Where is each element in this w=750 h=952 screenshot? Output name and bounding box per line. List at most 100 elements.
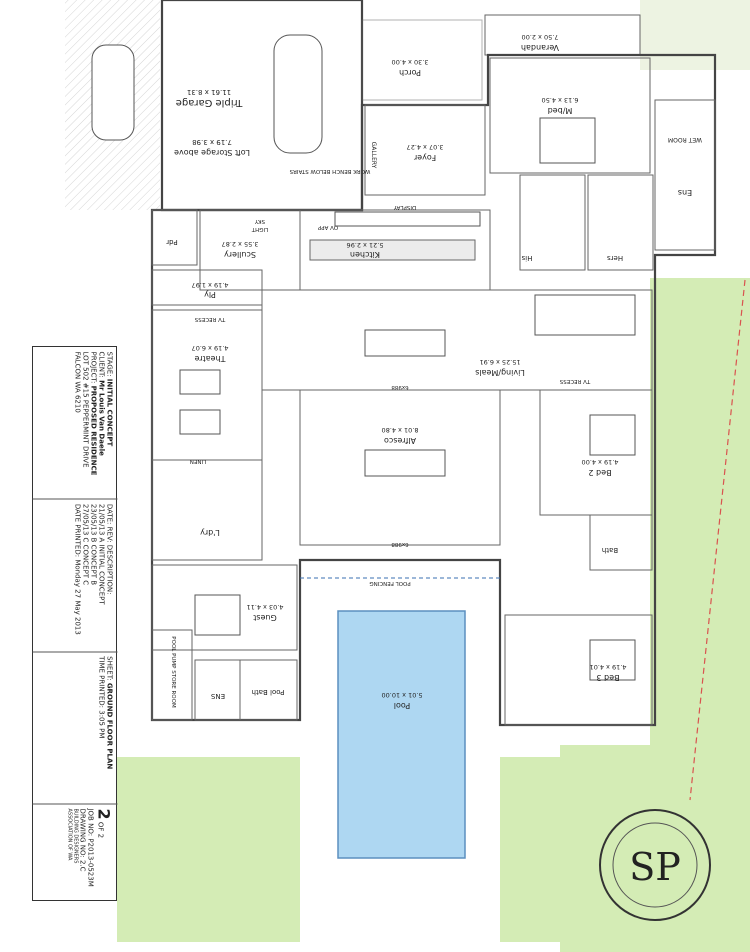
- theatre-dims: 4.19 x 6.07: [192, 344, 229, 352]
- car-middle: [273, 34, 323, 154]
- job-label: JOB NO:: [86, 808, 95, 837]
- car-left: [91, 44, 135, 141]
- guest-room: [151, 564, 298, 651]
- time-printed: TIME PRINTED: 3:05 PM: [97, 656, 106, 739]
- display-label: DISPLAY: [393, 204, 416, 210]
- alfresco-table: [364, 449, 446, 477]
- pdr-room: [151, 209, 198, 266]
- bath-room: [589, 514, 653, 571]
- ov-app-label: OV APP: [317, 224, 338, 230]
- pool-fencing-label: POOL FENCING: [369, 580, 410, 586]
- stage-value: INITIAL CONCEPT: [105, 378, 114, 447]
- stamp-initials: SP: [629, 845, 681, 889]
- address-line-1: LOT 502 #15 PEPPERMINT DRIVE: [81, 351, 90, 468]
- verandah-area: [484, 14, 641, 56]
- pdr-label: Pdr: [166, 238, 178, 246]
- scullery-room: [199, 209, 301, 291]
- ens-label: Ens: [678, 188, 692, 197]
- alfresco-room: [299, 389, 501, 546]
- theatre-sofa-1: [179, 369, 221, 395]
- kitchen-dims: 5.21 x 2.96: [347, 241, 384, 249]
- pool: [337, 610, 466, 859]
- ens-room: [654, 99, 716, 251]
- garage-dims: 11.61 x 8.31: [187, 88, 231, 96]
- association-label: BUILDING DESIGNERS ASSOCIATION OF WA: [66, 808, 79, 864]
- bath-label: Bath: [602, 546, 618, 554]
- verandah-label: Verandah: [521, 43, 559, 52]
- lawn-bottom-left: [117, 757, 300, 942]
- loft-label: Loft Storage above: [174, 148, 250, 157]
- door-alfresco-label: 6x988: [391, 541, 409, 547]
- job-value: P2013-0523M: [86, 838, 95, 887]
- bed3-dims: 4.19 x 4.01: [590, 663, 627, 671]
- ens2-label: ENS: [210, 692, 225, 700]
- bed2-dims: 4.19 x 4.00: [582, 458, 619, 466]
- pool-store-label: POOL PUMP STORE ROOM: [170, 636, 176, 708]
- pool-label: Pool: [394, 701, 411, 710]
- gallery-label: GALLERY: [370, 142, 377, 169]
- living-sofa: [534, 294, 636, 336]
- his-label: His: [521, 254, 532, 262]
- foyer-dims: 3.07 x 4.27: [407, 143, 444, 151]
- guest-label: Guest: [253, 613, 277, 622]
- living-label: Living/Meals: [475, 368, 525, 377]
- mbed-label: M/bed: [548, 106, 573, 115]
- loft-dims: 7.19 x 3.98: [192, 138, 232, 146]
- title-block: STAGE: INITIAL CONCEPT CLIENT: Mr Louis …: [32, 346, 118, 903]
- alfresco-label: Alfresco: [384, 436, 416, 445]
- guest-bed: [194, 594, 241, 636]
- sheet-value: GROUND FLOOR PLAN: [105, 682, 114, 770]
- title-block-inner: STAGE: INITIAL CONCEPT CLIENT: Mr Louis …: [32, 347, 118, 903]
- mbed-room: [489, 57, 651, 174]
- hers-label: Hers: [607, 254, 623, 262]
- date-printed: DATE PRINTED: Monday 27 May 2013: [73, 503, 82, 635]
- rev-label: REV:: [105, 526, 114, 543]
- ens2-room: [194, 659, 241, 721]
- tv-recess-theatre: TV RECESS: [194, 316, 226, 322]
- wet-room-label: WET ROOM: [668, 136, 702, 143]
- his-robe: [519, 174, 586, 271]
- property-boundary: [689, 279, 746, 801]
- client-value: Mr Louis Van Daele: [97, 380, 106, 456]
- theatre-label: Theatre: [194, 354, 226, 363]
- ply-label: Ply: [204, 290, 216, 299]
- ldry-room: [151, 459, 263, 561]
- sheet-of: OF 2: [96, 821, 105, 839]
- dining-table: [364, 329, 446, 357]
- garage-label: Triple Garage: [176, 97, 244, 108]
- date-label: DATE:: [105, 503, 114, 525]
- sheet-label: SHEET:: [105, 656, 114, 681]
- project-value: PROPOSED RESIDENCE: [89, 385, 98, 476]
- address-line-2: FALCON WA 6210: [73, 351, 82, 413]
- door-living-label: 6x988: [391, 384, 409, 390]
- sky-label: SKY: [254, 218, 265, 224]
- porch-area: [361, 19, 483, 101]
- hers-robe: [587, 174, 654, 271]
- stage-label: STAGE:: [105, 351, 114, 377]
- client-label: CLIENT:: [97, 351, 106, 378]
- bed3-room: [504, 614, 653, 726]
- porch-label: Porch: [399, 68, 421, 77]
- scullery-label: Scullery: [224, 250, 256, 259]
- foyer-room: [364, 104, 486, 196]
- pool-dims: 5.01 x 10.00: [381, 691, 422, 699]
- bed2-label: Bed 2: [588, 468, 611, 477]
- kitchen-label: Kitchen: [350, 250, 380, 259]
- porch-dims: 3.30 x 4.00: [392, 58, 429, 66]
- revision-1: 21/05/13 A INITIAL CONCEPT: [97, 503, 106, 605]
- pool-store-room: [151, 629, 193, 721]
- tv-recess-living: TV RECESS: [559, 378, 591, 384]
- theatre-sofa-2: [179, 409, 221, 435]
- lawn-bottom-right: [500, 757, 600, 942]
- ply-room: [151, 269, 263, 306]
- drawing-value: 2.C: [78, 859, 87, 872]
- scullery-dims: 3.55 x 2.87: [222, 240, 259, 248]
- work-bench-note: WORK BENCH BELOW STAIRS: [289, 168, 370, 174]
- revision-3: 27/05/13 C CONCEPT C: [81, 503, 90, 586]
- mbed-dims: 6.13 x 4.50: [542, 96, 579, 104]
- mbed-bed: [539, 117, 596, 164]
- bed3-bed: [589, 639, 636, 681]
- revision-2: 23/05/13 B CONCEPT B: [89, 503, 98, 586]
- foyer-label: Foyer: [413, 153, 436, 162]
